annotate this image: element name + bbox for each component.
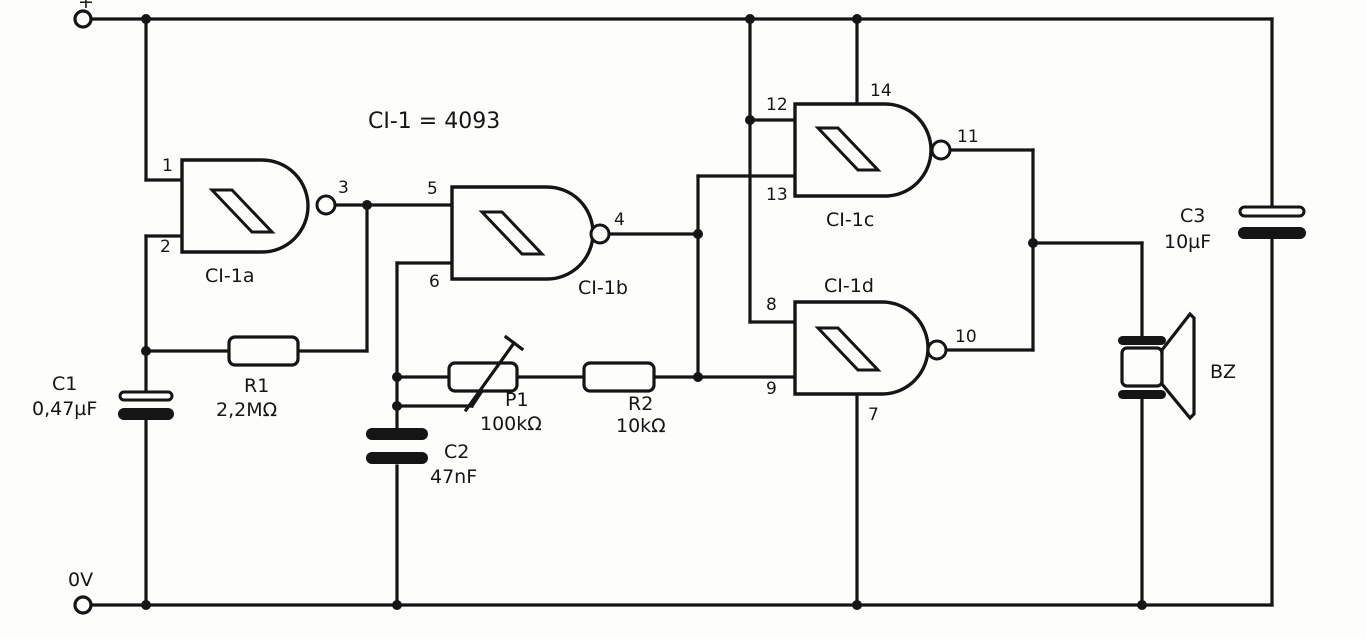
r2-value: 10kΩ bbox=[616, 415, 666, 437]
gate-c-pin12: 12 bbox=[766, 95, 788, 115]
gate-ci1c: 12 13 11 14 CI-1c bbox=[766, 81, 979, 231]
p1-value: 100kΩ bbox=[480, 413, 542, 435]
resistor-r2: R2 10kΩ bbox=[582, 361, 666, 437]
ic-title: CI-1 = 4093 bbox=[368, 109, 500, 134]
potentiometer-p1: P1 100kΩ bbox=[447, 334, 542, 435]
c1-name: C1 bbox=[52, 373, 77, 395]
gate-a-pin1: 1 bbox=[162, 156, 173, 176]
r1-value: 2,2MΩ bbox=[216, 399, 277, 421]
gate-c-pin13: 13 bbox=[766, 185, 788, 205]
gate-c-pin14: 14 bbox=[870, 81, 892, 101]
gate-a-pin3: 3 bbox=[338, 178, 349, 198]
gate-c-label: CI-1c bbox=[826, 209, 874, 231]
c3-name: C3 bbox=[1180, 205, 1205, 227]
capacitor-c2: C2 47nF bbox=[366, 428, 477, 488]
gate-d-pin8: 8 bbox=[766, 295, 777, 315]
gate-b-pin6: 6 bbox=[429, 272, 440, 292]
bz-name: BZ bbox=[1210, 361, 1236, 383]
gate-ci1d: 8 9 10 7 CI-1d bbox=[766, 275, 977, 425]
positive-terminal bbox=[73, 9, 93, 29]
gate-d-pin7: 7 bbox=[868, 405, 879, 425]
positive-rail bbox=[73, 9, 1274, 29]
gate-b-pin4: 4 bbox=[614, 210, 625, 230]
gate-b-pin5: 5 bbox=[427, 179, 438, 199]
gate-d-pin9: 9 bbox=[766, 379, 777, 399]
gate-a-label: CI-1a bbox=[205, 265, 254, 287]
gate-d-label: CI-1d bbox=[824, 275, 874, 297]
capacitor-c3: C3 10µF bbox=[1164, 205, 1306, 253]
wiring bbox=[144, 17, 1144, 607]
p1-name: P1 bbox=[505, 389, 529, 411]
ground-rail: 0V bbox=[68, 569, 1274, 615]
c3-value: 10µF bbox=[1164, 231, 1211, 253]
c2-name: C2 bbox=[444, 441, 469, 463]
gate-d-pin10: 10 bbox=[955, 327, 977, 347]
positive-label: + bbox=[78, 0, 94, 13]
r2-name: R2 bbox=[628, 393, 653, 415]
gate-b-label: CI-1b bbox=[578, 277, 628, 299]
ground-label: 0V bbox=[68, 569, 93, 591]
capacitor-c1: C1 0,47µF bbox=[32, 373, 174, 420]
junctions bbox=[141, 14, 1147, 610]
buzzer-bz: BZ bbox=[1118, 311, 1236, 421]
gate-ci1b: 5 6 4 CI-1b bbox=[427, 179, 628, 299]
c2-value: 47nF bbox=[430, 466, 477, 488]
r1-name: R1 bbox=[244, 375, 269, 397]
gate-a-pin2: 2 bbox=[160, 237, 171, 257]
ground-terminal bbox=[73, 595, 93, 615]
resistor-r1: R1 2,2MΩ bbox=[216, 335, 300, 421]
gate-ci1a: 1 2 3 CI-1a bbox=[160, 156, 349, 287]
gate-c-pin11: 11 bbox=[957, 127, 979, 147]
c1-value: 0,47µF bbox=[32, 398, 97, 420]
